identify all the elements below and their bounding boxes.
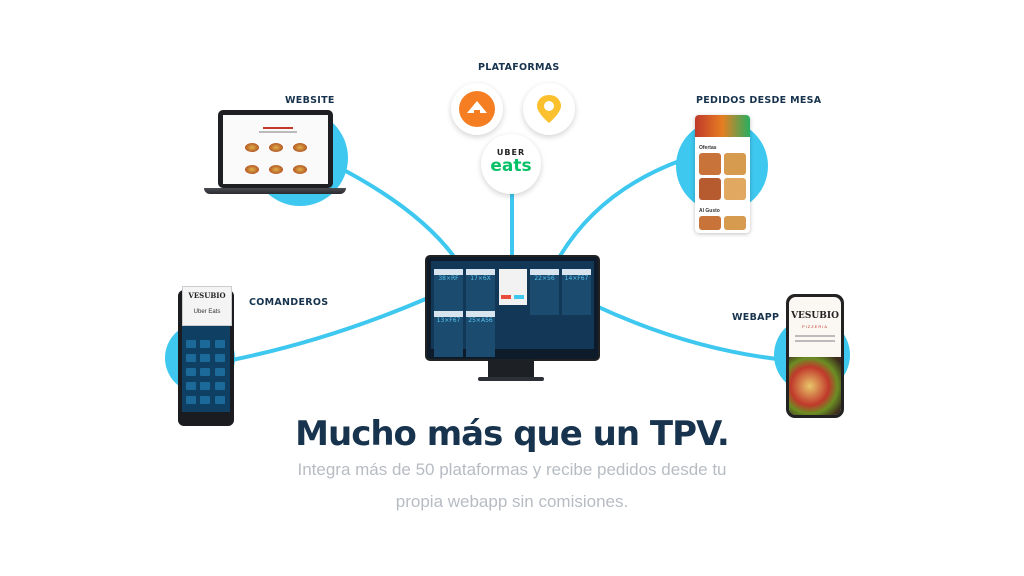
tpv-monitor-image: 38×RF 17×6X 22×56 14×F67 13×F67 25×A56 xyxy=(425,255,600,361)
line-comanderos xyxy=(230,296,430,362)
headline: Mucho más que un TPV. xyxy=(295,414,730,454)
label-comanderos: COMANDEROS xyxy=(249,297,329,308)
label-pedidos-desde-mesa: PEDIDOS DESDE MESA xyxy=(696,95,822,106)
line-webapp xyxy=(592,303,788,362)
delivery-platform-icon xyxy=(451,83,503,135)
map-pin-platform-icon xyxy=(523,83,575,135)
subtitle-line-2: propia webapp sin comisiones. xyxy=(395,492,629,511)
pos-handheld-image: VESUBIO Uber Eats xyxy=(178,286,234,426)
monitor-stand xyxy=(488,359,534,377)
line-pedidos xyxy=(558,158,684,258)
laptop-website-image xyxy=(218,110,333,188)
monitor-stand-base xyxy=(478,377,544,381)
webapp-phone-image: VESUBIO PIZZERIA xyxy=(786,294,844,418)
laptop-base xyxy=(204,188,346,194)
table-order-phone-image: Ofertas Al Gusto xyxy=(695,115,750,233)
label-website: WEBSITE xyxy=(285,95,335,106)
label-plataformas: PLATAFORMAS xyxy=(478,62,560,73)
label-webapp: WEBAPP xyxy=(732,312,780,323)
subtitle-line-1: Integra más de 50 plataformas y recibe p… xyxy=(297,460,727,479)
uber-eats-logo: UBER eats xyxy=(481,134,541,194)
line-website xyxy=(338,166,457,260)
